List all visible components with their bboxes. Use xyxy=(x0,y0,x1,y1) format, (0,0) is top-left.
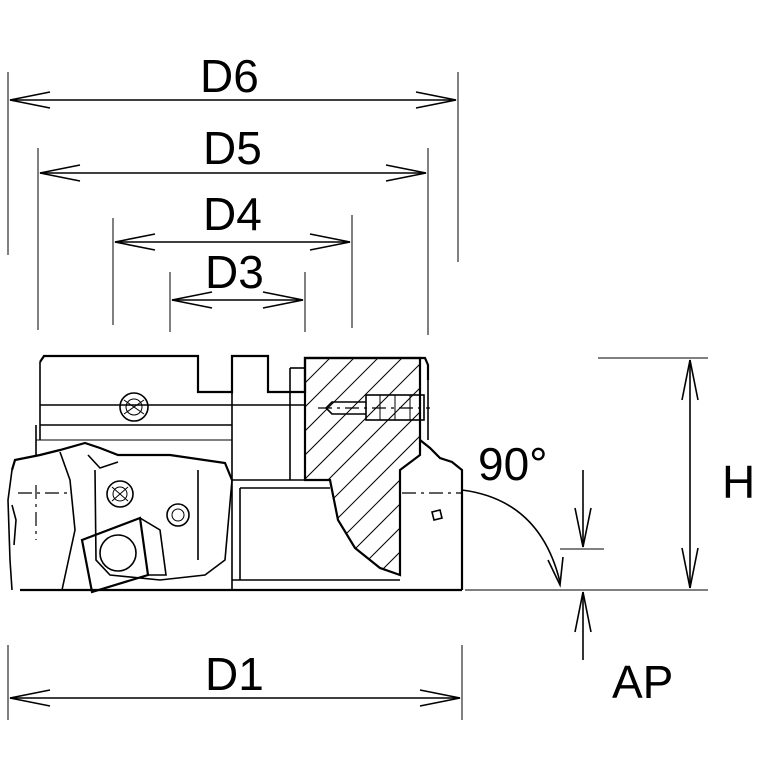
label-d1: D1 xyxy=(205,648,264,700)
hatch-line xyxy=(319,358,420,575)
hatch-line xyxy=(305,358,401,575)
hatch-line xyxy=(305,358,420,575)
hatch-line xyxy=(512,0,767,767)
label-d3: D3 xyxy=(205,246,264,298)
hatch-line xyxy=(305,358,420,575)
label-h: H xyxy=(722,456,755,508)
hatch-line xyxy=(415,358,420,575)
hatch-line xyxy=(488,0,767,767)
hatch-line xyxy=(305,358,420,575)
hatch-line xyxy=(305,358,420,575)
hatch-line xyxy=(305,358,420,575)
hatch-line xyxy=(440,0,767,767)
hatch-line xyxy=(305,358,420,575)
hatch-line xyxy=(305,358,420,575)
hatch-line xyxy=(305,358,420,575)
hatch-line xyxy=(305,358,420,575)
hatch-line xyxy=(305,358,420,575)
label-d4: D4 xyxy=(203,188,262,240)
hatch-line xyxy=(536,0,767,767)
dimension-ap: AP xyxy=(560,470,673,708)
label-d6: D6 xyxy=(200,50,259,102)
hatch-line xyxy=(305,358,420,575)
dimension-d1: D1 xyxy=(7,645,463,720)
hatch-line xyxy=(343,358,420,575)
label-d5: D5 xyxy=(203,122,262,174)
hatch-line xyxy=(305,358,420,575)
dimension-d5: D5 xyxy=(37,122,429,335)
label-angle: 90° xyxy=(478,438,548,490)
dimension-d4: D4 xyxy=(112,188,353,328)
hatch-line xyxy=(305,358,420,575)
hatch-line xyxy=(305,358,420,575)
hatch-line xyxy=(391,358,420,575)
dimension-h: H xyxy=(465,357,755,591)
hatch-line xyxy=(464,0,767,767)
hatch-line xyxy=(305,358,420,575)
dimension-d3: D3 xyxy=(169,246,306,332)
hatch-line xyxy=(305,358,420,575)
hatch-line xyxy=(584,0,767,767)
hatch-line xyxy=(305,358,420,575)
dimension-d6: D6 xyxy=(7,50,459,262)
angle-indicator: 90° xyxy=(461,438,564,588)
label-ap: AP xyxy=(612,656,673,708)
hatch-line xyxy=(560,0,767,767)
hatch-line xyxy=(305,358,420,575)
